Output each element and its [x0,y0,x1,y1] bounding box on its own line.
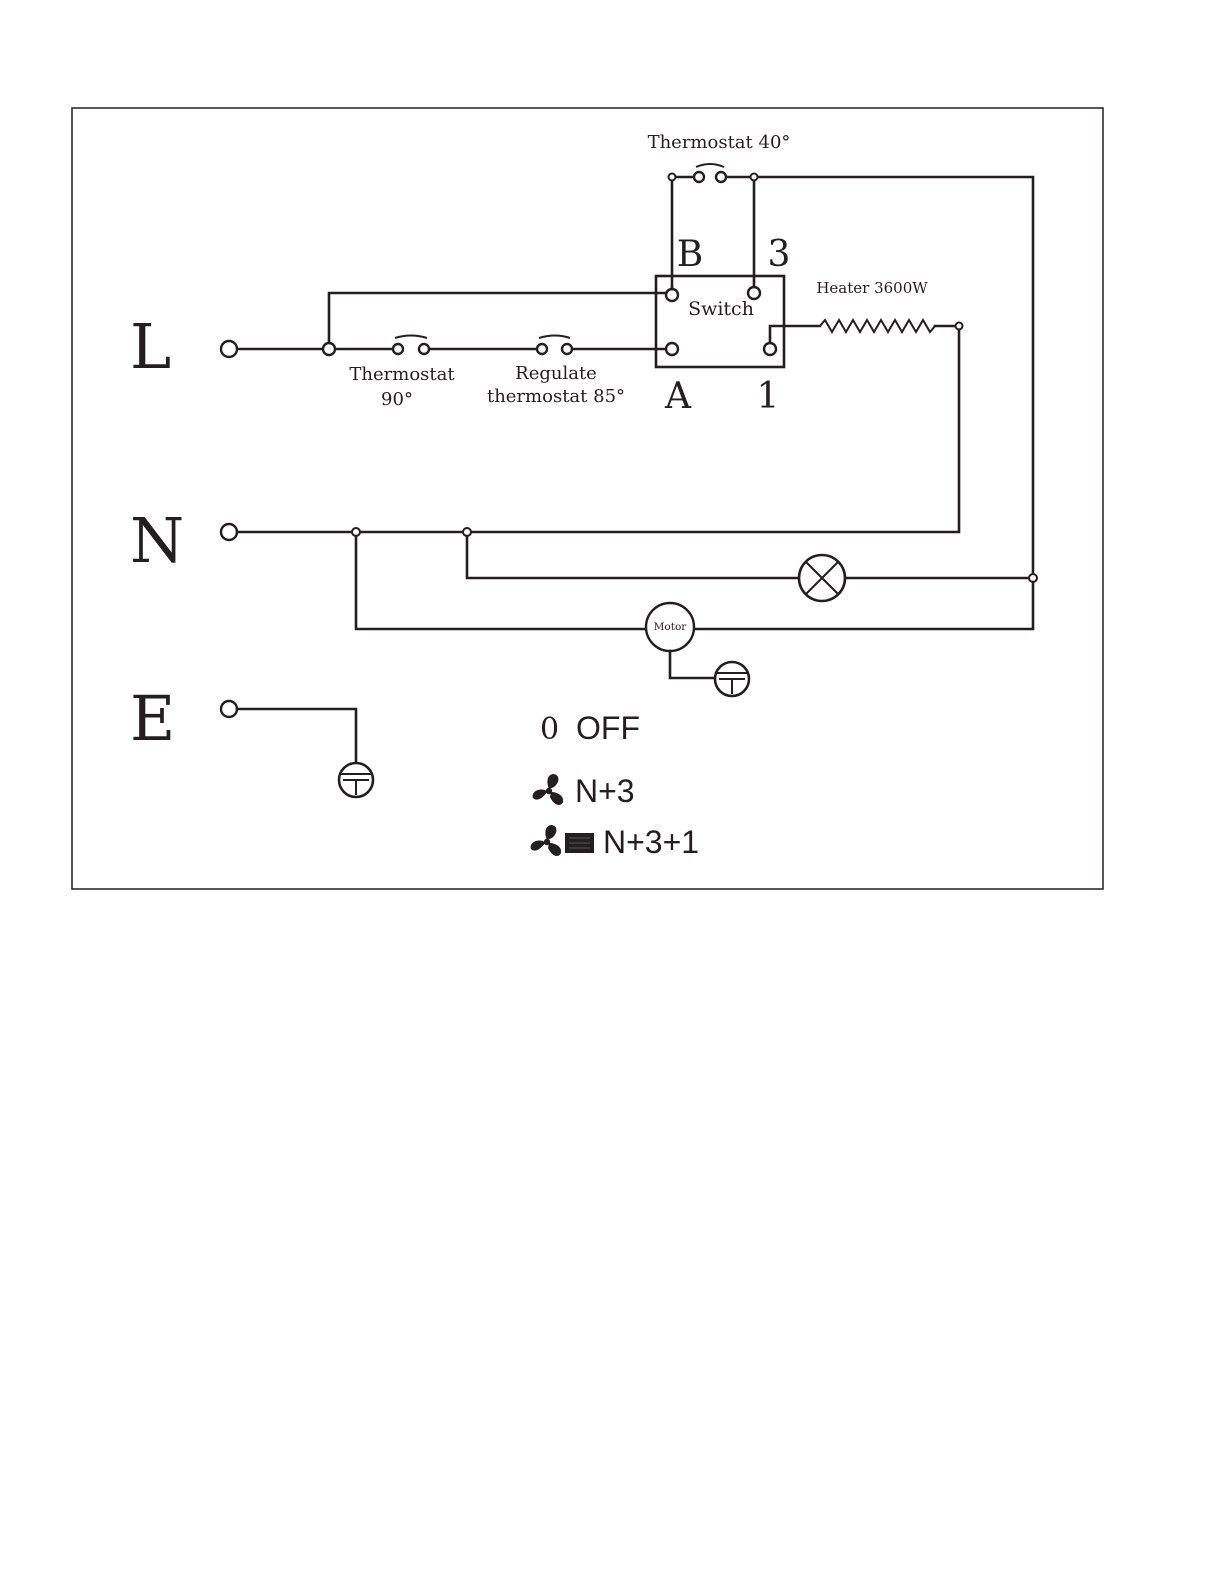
earth-wire [237,709,356,763]
contact-1-label: 1 [757,376,780,417]
motor-ground-icon [715,662,749,696]
contact-b-label: B [677,234,703,275]
regulate-thermostat-label-line2: thermostat 85° [487,386,625,407]
regulate-thermostat-label-line1: Regulate [515,363,597,384]
legend-off-text: OFF [576,710,640,746]
junction-l [323,343,335,355]
terminal-n-node [221,524,237,540]
fan-icon [531,825,561,856]
heater-label: Heater 3600W [816,279,928,297]
thermostat-90-contact [393,336,429,355]
switch-label: Switch [688,298,754,320]
switch-position-legend: 0 OFF N+3 N+3+1 [531,710,699,860]
legend-fan-heater-text: N+3+1 [603,824,699,860]
indicator-lamp-icon [799,555,845,601]
switch-contact-a [666,343,678,355]
motor-label: Motor [654,621,688,633]
terminal-e-label: E [130,682,175,755]
contact-3-label: 3 [768,234,791,275]
heater-element-icon [565,833,594,853]
terminal-l-node [221,341,237,357]
thermostat-90-label-line2: 90° [381,389,413,410]
terminal-e-node [221,701,237,717]
legend-fan-text: N+3 [575,773,635,809]
switch-contact-b [666,289,678,301]
thermostat-40-label: Thermostat 40° [648,132,791,153]
terminal-n-label: N [130,504,184,577]
contact-a-label: A [664,376,692,417]
line-circuit [237,287,672,349]
selector-switch [656,276,784,367]
diagram-frame [72,108,1103,889]
switch-contact-1 [764,343,776,355]
fan-icon [533,774,563,805]
terminal-l-label: L [130,310,171,383]
earth-ground-icon [339,763,373,797]
neutral-circuit [237,528,1037,629]
regulate-thermostat-contact [537,336,572,355]
thermostat-90-label-line1: Thermostat [349,364,455,385]
legend-off-symbol: 0 [540,712,559,747]
